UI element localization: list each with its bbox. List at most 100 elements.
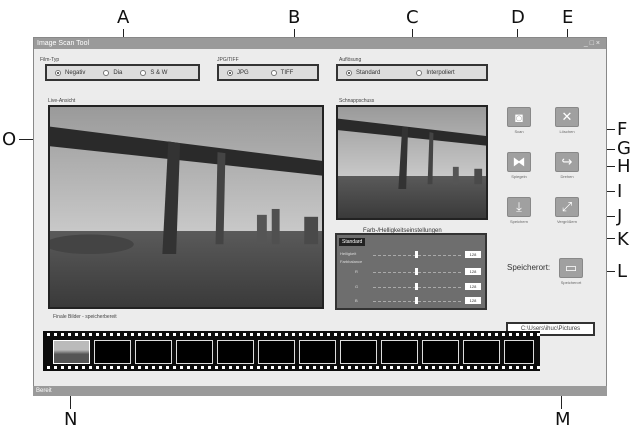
film-perforation [495,366,498,369]
film-perforation [47,366,50,369]
resolution-standard[interactable]: Standard [346,69,380,76]
callout-i: I [617,181,623,202]
film-perforation [201,366,204,369]
film-perforation [383,366,386,369]
film-perforation [348,366,351,369]
film-frame-9[interactable] [381,340,418,364]
brightness-value[interactable]: 128 [465,251,481,258]
film-perforation [124,333,127,336]
film-frame-4[interactable] [176,340,213,364]
film-perforation [530,333,533,336]
enlarge-button[interactable]: ⤢ [555,197,579,217]
film-perforation [89,333,92,336]
film-perforation [488,366,491,369]
film-frame-6[interactable] [258,340,295,364]
delete-button[interactable]: ✕ [555,107,579,127]
film-perforation [103,366,106,369]
film-frame-3[interactable] [135,340,172,364]
film-perforation [481,366,484,369]
live-view-label: Live-Ansicht [48,98,76,104]
film-perforation [404,333,407,336]
film-perforation [271,333,274,336]
radio-dia[interactable] [103,69,110,76]
film-perforation [306,366,309,369]
radio-interpoliert[interactable] [416,69,423,76]
film-perforation [509,333,512,336]
storage-button[interactable]: ▭ [559,258,583,278]
film-perforation [327,333,330,336]
film-perforation [201,333,204,336]
film-perforation [131,366,134,369]
folder-icon: ▭ [564,260,578,275]
film-type-group: Negativ Dia S & W [45,64,200,81]
film-perforation [390,333,393,336]
film-frame-10[interactable] [422,340,459,364]
r-slider-thumb[interactable] [415,268,418,275]
brightness-slider-thumb[interactable] [415,251,418,258]
film-type-dia[interactable]: Dia [103,69,122,76]
g-slider-thumb[interactable] [415,283,418,290]
film-perforation [460,333,463,336]
film-perforation [446,366,449,369]
film-perforation [502,366,505,369]
radio-standard[interactable] [346,69,352,76]
film-perforation [516,366,519,369]
r-value[interactable]: 128 [465,268,481,275]
film-perforation [152,333,155,336]
g-label: G [355,284,359,289]
adjust-title: Farb-/Helligkeitseinstellungen [363,228,442,234]
scan-button[interactable]: ◙ [507,107,531,127]
film-frame-7[interactable] [299,340,336,364]
film-perforation [411,366,414,369]
film-perforation [425,366,428,369]
film-perforation [285,333,288,336]
status-bar: Bereit [33,386,607,396]
resolution-interpoliert[interactable]: Interpoliert [416,69,455,76]
save-button[interactable]: ⤓ [507,197,531,217]
film-perforation [313,333,316,336]
film-frame-2[interactable] [94,340,131,364]
film-perforation [509,366,512,369]
g-value[interactable]: 128 [465,283,481,290]
window-controls[interactable]: _ □ × [583,40,600,47]
film-type-negativ[interactable]: Negativ [55,69,85,76]
film-frame-1[interactable] [53,340,90,364]
live-view-image [50,126,322,255]
film-perforation [397,333,400,336]
standard-button[interactable]: Standard [339,238,366,246]
rotate-button[interactable]: ↪ [555,152,579,172]
film-perforation [488,333,491,336]
format-tiff[interactable]: TIFF [270,69,293,76]
format-jpg[interactable]: JPG [227,69,249,76]
film-perforation [299,333,302,336]
rotate-icon: ↪ [561,154,573,169]
film-perforation [103,333,106,336]
film-type-sw[interactable]: S & W [140,69,167,76]
film-frame-12[interactable] [504,340,534,364]
film-perforation [439,333,442,336]
radio-sw[interactable] [140,69,147,76]
status-text: Bereit [36,388,52,394]
mirror-button[interactable]: ⧓ [507,152,531,172]
film-perforation [250,333,253,336]
brightness-label: Helligkeit [340,251,357,256]
snapshot-image [338,118,486,190]
film-frame-5[interactable] [217,340,254,364]
film-frame-8[interactable] [340,340,377,364]
b-slider-thumb[interactable] [415,297,418,304]
b-value[interactable]: 128 [465,297,481,304]
film-perforation [96,366,99,369]
b-label: B [355,298,358,303]
film-perforation [334,366,337,369]
film-perforation [215,333,218,336]
radio-negativ[interactable] [55,69,61,76]
film-frame-11[interactable] [463,340,500,364]
radio-tiff[interactable] [270,69,277,76]
film-perforation [306,333,309,336]
callout-g: G [617,138,631,159]
film-perforation [362,366,365,369]
storage-button-label: Speicherort [560,280,582,285]
radio-jpg[interactable] [227,69,233,76]
film-perforation [47,333,50,336]
film-perforation [110,366,113,369]
